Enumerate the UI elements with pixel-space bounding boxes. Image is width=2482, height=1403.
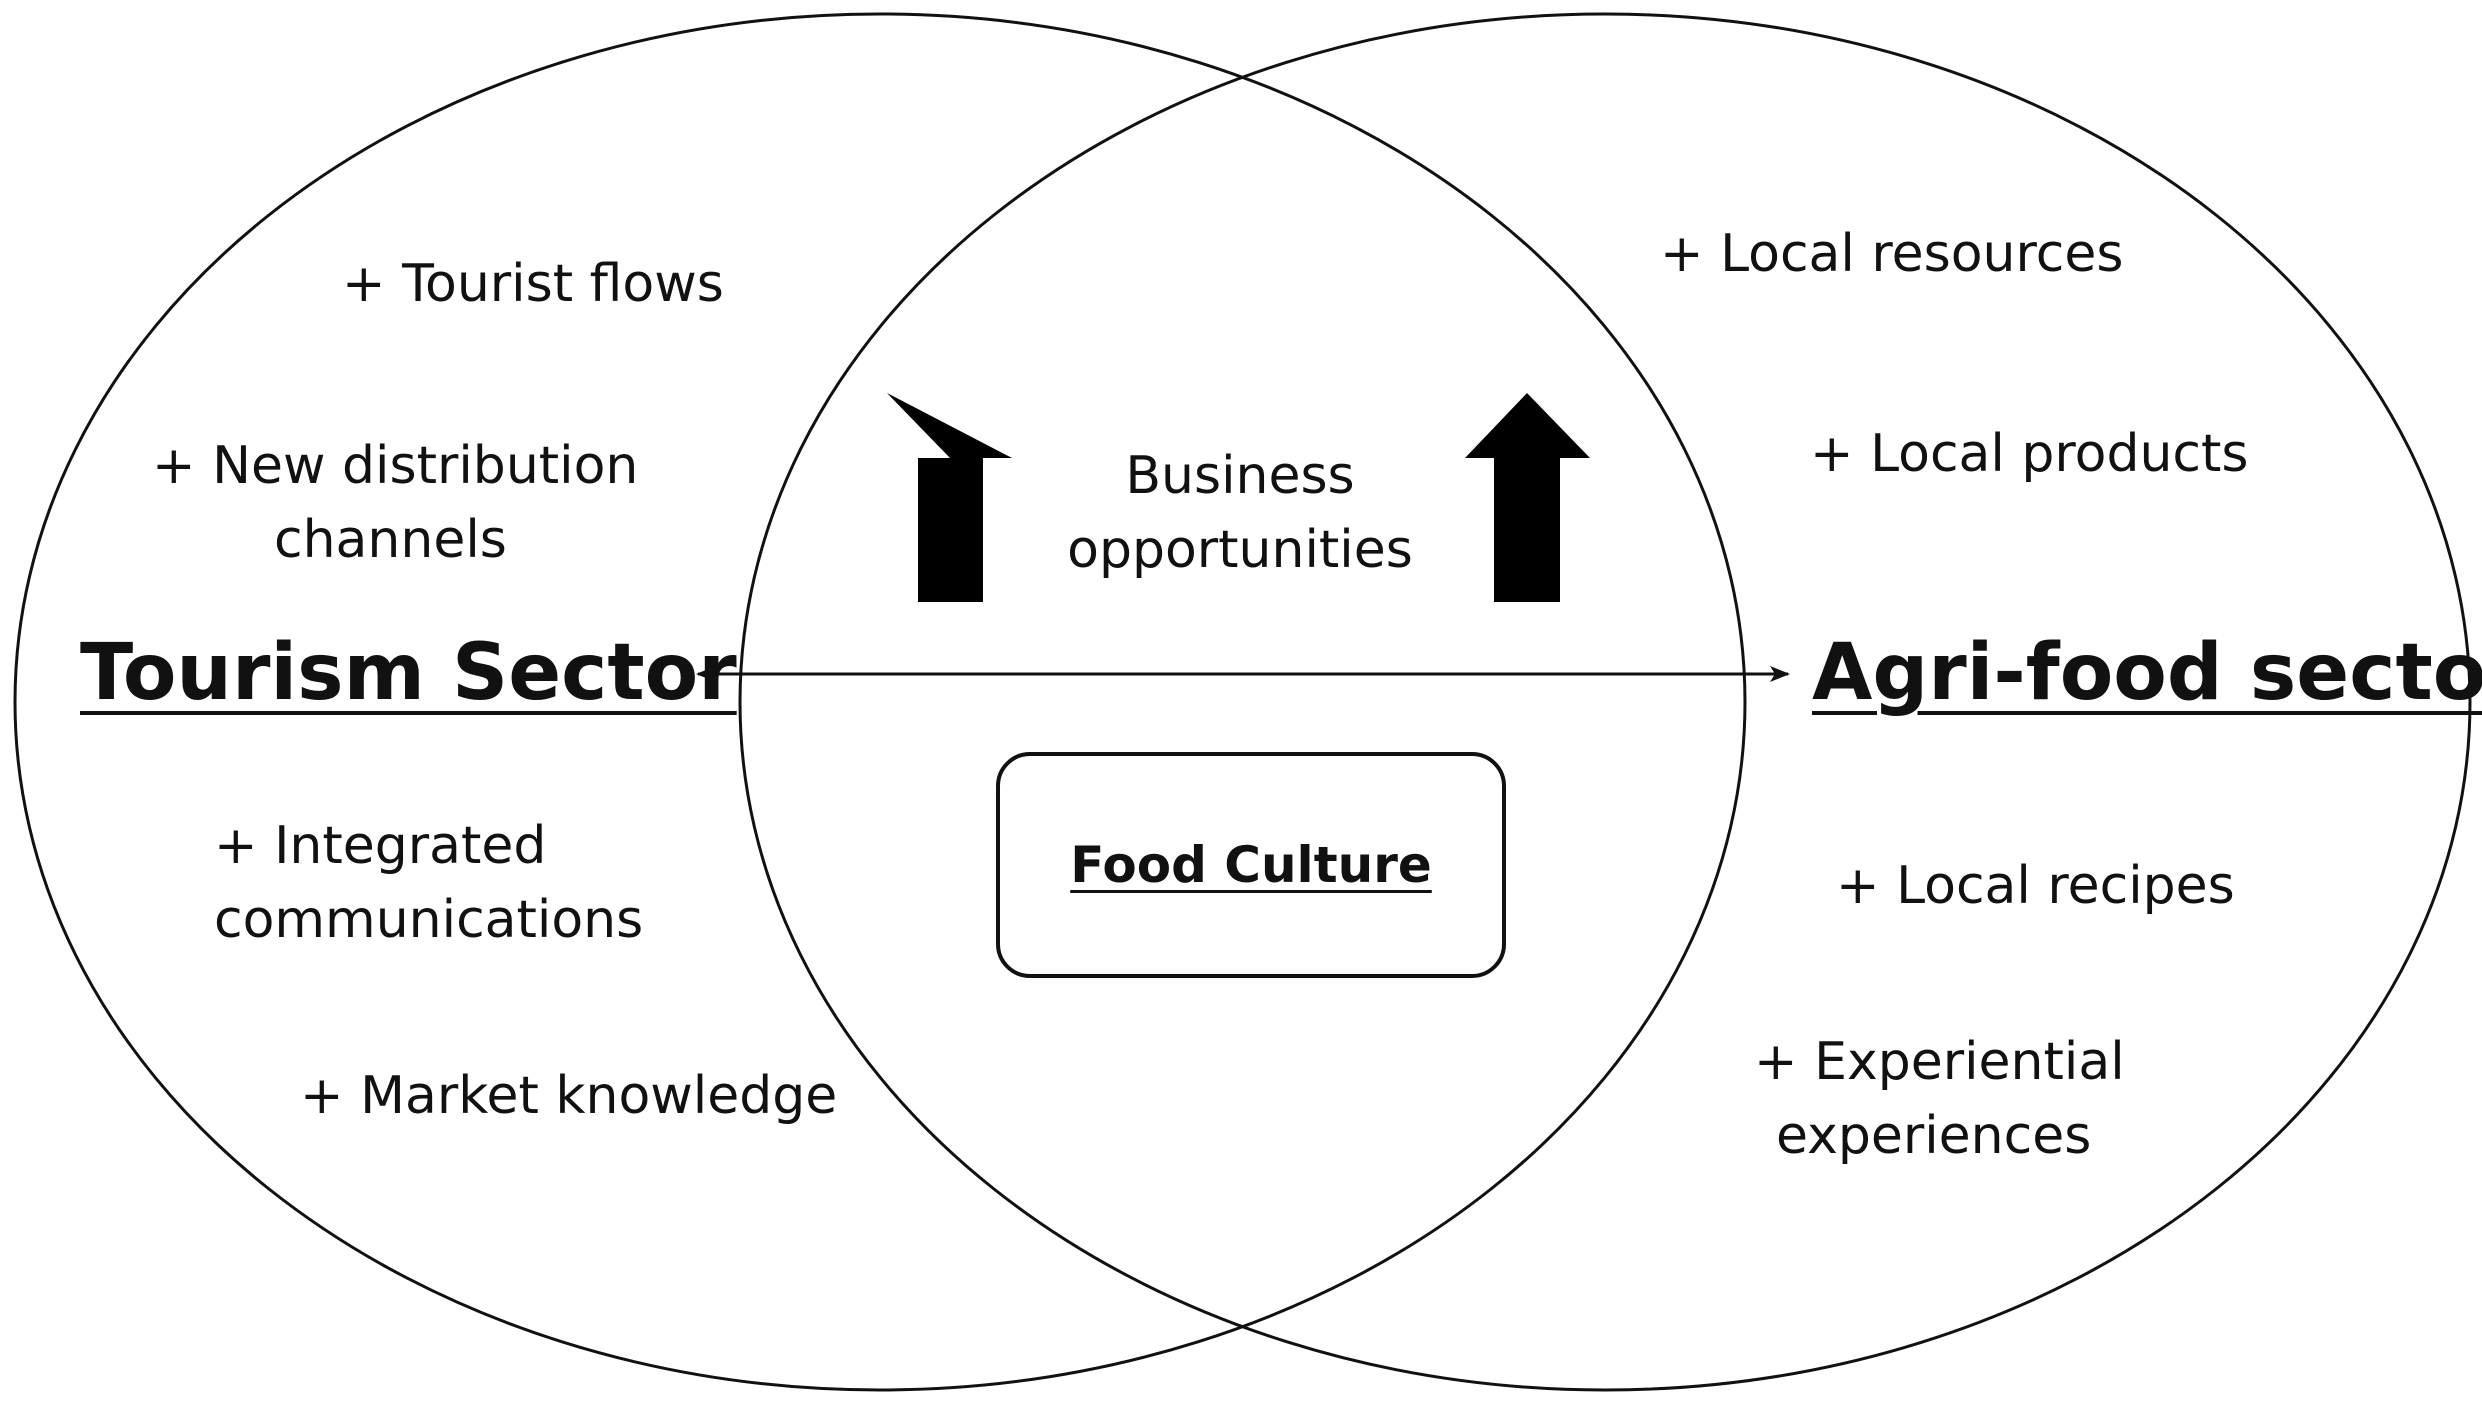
experiential-experiences-item-line2: experiences — [1776, 1106, 2092, 1166]
food-culture-box: Food Culture — [996, 752, 1506, 978]
integrated-communications-item-line2: communications — [214, 890, 644, 950]
agri-food-sector-title: Agri-food sector — [1812, 628, 2482, 718]
up-arrow-icon — [887, 393, 1012, 602]
business-opportunities-label-line1: Business — [1125, 446, 1355, 506]
food-culture-label: Food Culture — [1070, 836, 1432, 894]
local-products-item: + Local products — [1810, 424, 2249, 484]
integrated-communications-item-line1: + Integrated — [214, 816, 547, 876]
local-recipes-item: + Local recipes — [1836, 856, 2235, 916]
local-resources-item: + Local resources — [1660, 224, 2124, 284]
up-arrow-icon — [1465, 393, 1590, 602]
experiential-experiences-item-line1: + Experiential — [1754, 1032, 2125, 1092]
tourist-flows-item: + Tourist flows — [342, 254, 724, 314]
business-opportunities-label-line2: opportunities — [1067, 520, 1413, 580]
tourism-sector-title: Tourism Sector — [80, 628, 737, 718]
new-distribution-item-line2: channels — [274, 510, 507, 570]
agri-food-sector-ellipse — [738, 12, 2472, 1392]
market-knowledge-item: + Market knowledge — [300, 1066, 838, 1126]
new-distribution-item-line1: + New distribution — [152, 436, 639, 496]
tourism-sector-ellipse — [13, 12, 1747, 1392]
